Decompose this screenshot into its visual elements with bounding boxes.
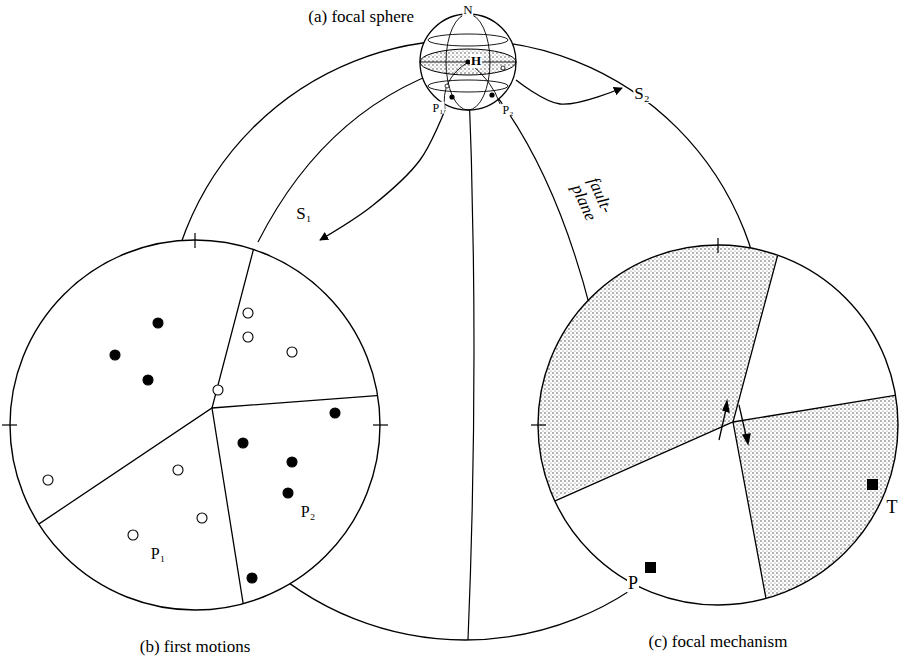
tick-marks (531, 238, 718, 425)
first-motion-dot (445, 84, 449, 88)
panel-caption: (b) first motions (140, 638, 251, 657)
wave-ray-arrow (516, 80, 622, 104)
station-label: P₂ (300, 503, 316, 520)
station-label: P₁ (150, 545, 166, 562)
first-motion-dot (449, 94, 454, 99)
first-motion-dot (501, 66, 505, 70)
sphere-band (420, 49, 516, 75)
nodal-planes (18, 232, 386, 615)
panel-caption: (a) focal sphere (308, 8, 414, 27)
t-axis-mark (867, 479, 878, 490)
slip-arrows (719, 401, 750, 444)
ray-label: S₁ (295, 205, 312, 223)
focal-sphere (420, 14, 516, 110)
figure-panel: (c) focal mechanism (538, 245, 898, 605)
nodal-planes (530, 228, 905, 620)
figure-panel: (b) first motions (10, 240, 380, 610)
compression-quadrants (520, 220, 905, 640)
p-axis-mark (645, 562, 656, 573)
ray-label: S₂ (633, 85, 650, 103)
tick-marks (2, 233, 388, 425)
figure-panel: (a) focal sphere (420, 14, 516, 110)
wave-ray-arrow (320, 110, 445, 240)
p-axis-label: P (627, 573, 639, 592)
north-label: N (462, 3, 473, 17)
sphere-meridians (420, 14, 516, 110)
focal-mechanism-circle (538, 245, 898, 605)
hypocentre-label: H (470, 54, 482, 68)
t-axis-label: T (886, 497, 899, 516)
first-motion-dot (489, 92, 494, 97)
ray-point-label: P₂ (502, 103, 515, 116)
fault-plane-label: fault- plane (568, 174, 617, 225)
first-motion-dots (43, 308, 340, 583)
panel-caption: (c) focal mechanism (649, 633, 788, 652)
stereonet-circle (10, 240, 380, 610)
ray-point-label: P₁ (432, 101, 445, 114)
ray-line (468, 62, 474, 640)
